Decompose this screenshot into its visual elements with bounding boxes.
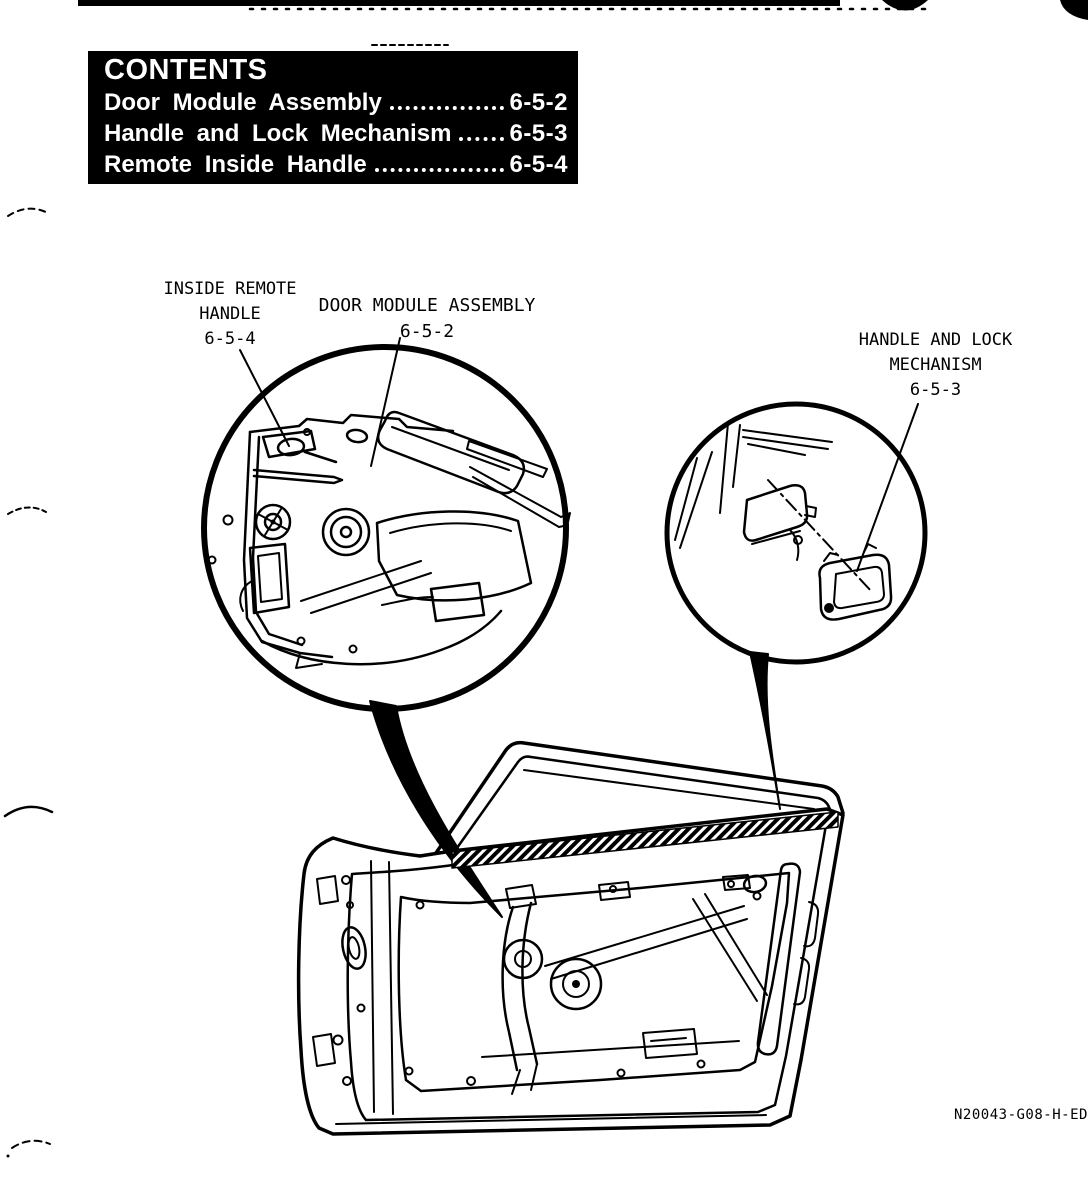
toc-entry-page: 6-5-4 [509, 151, 568, 178]
label-line: HANDLE [199, 304, 261, 324]
lock-striker-tab-lower [793, 957, 811, 1006]
door-outline [296, 807, 845, 1136]
toc-leader-dots [459, 137, 505, 141]
callout-label-handle-lock-mechanism: HANDLE AND LOCK MECHANISM 6-5-3 [843, 328, 1028, 403]
door-module-detail [207, 410, 571, 669]
toc-row: Door Module Assembly 6-5-2 [104, 87, 568, 118]
contents-title: CONTENTS [104, 54, 268, 86]
toc-entry-label: Door Module Assembly [104, 89, 382, 116]
door-hinge-lower [312, 1033, 336, 1067]
window-frame [434, 740, 845, 855]
callout-label-door-module-assembly: DOOR MODULE ASSEMBLY 6-5-2 [312, 293, 542, 345]
scan-artifact-ring-mark-1 [882, 0, 928, 11]
label-line: HANDLE AND LOCK [858, 330, 1013, 350]
label-ref: 6-5-2 [399, 321, 455, 342]
scan-artifact-ring-mark-2 [1060, 0, 1088, 20]
callout-label-inside-remote-handle: INSIDE REMOTE HANDLE 6-5-4 [150, 277, 310, 352]
label-line: MECHANISM [889, 355, 982, 375]
door-module-in-door [404, 874, 768, 1095]
toc-leader-dots [374, 168, 505, 172]
callout-pointer-right [749, 651, 781, 810]
leader-inside-remote-handle [239, 349, 290, 447]
toc-entry-label: Handle and Lock Mechanism [104, 120, 452, 147]
toc-row: Remote Inside Handle 6-5-4 [104, 149, 568, 180]
toc-leader-dots [389, 106, 505, 110]
callout-pointer-left [369, 700, 503, 918]
door-module-callout [201, 344, 571, 918]
belt-moulding [451, 811, 839, 869]
lock-striker-tab-upper [803, 901, 820, 948]
scan-artifact-edge-arc-1 [7, 207, 49, 217]
handle-bezel [742, 484, 809, 542]
label-line: INSIDE REMOTE [163, 279, 297, 299]
lock-actuator [248, 542, 291, 615]
door-inner-panel-line [346, 818, 828, 1122]
figure-code: N20043-G08-H-ED [954, 1107, 1088, 1123]
access-opening [397, 871, 791, 1093]
toc-entry-label: Remote Inside Handle [104, 151, 367, 178]
scan-artifact-dot [6, 1154, 10, 1158]
contents-box: CONTENTS Door Module Assembly 6-5-2 Hand… [88, 51, 578, 184]
regulator-sector [321, 507, 371, 557]
label-ref: 6-5-4 [204, 329, 256, 349]
exterior-door-handle [818, 553, 893, 621]
label-ref: 6-5-3 [909, 380, 962, 400]
scan-artifact-edge-arc-3 [3, 805, 54, 818]
leader-lines [239, 337, 919, 572]
handle-lock-detail [674, 422, 893, 621]
scan-artifacts [3, 0, 1088, 1158]
toc-entry-page: 6-5-3 [509, 120, 568, 147]
toc-row: Handle and Lock Mechanism 6-5-3 [104, 118, 568, 149]
scan-artifact-edge-arc-4 [11, 1139, 51, 1149]
module-connector [429, 581, 486, 623]
door-illustration [296, 740, 845, 1136]
rear-glass-channel [756, 862, 802, 1056]
handle-axis-line [767, 479, 873, 593]
hinge-pillar-hole [341, 926, 367, 970]
inside-remote-handle-part [261, 429, 317, 459]
magnifier-circle-right [664, 401, 928, 665]
keyhole [824, 603, 834, 613]
handle-lock-callout [664, 401, 928, 810]
leader-handle-lock-mechanism [856, 403, 919, 572]
toc-entry-page: 6-5-2 [509, 89, 568, 116]
scan-artifact-top-bar [78, 0, 840, 6]
label-line: DOOR MODULE ASSEMBLY [318, 295, 536, 316]
scan-artifact-edge-arc-2 [7, 506, 47, 515]
door-hinge-upper [316, 875, 339, 905]
leader-door-module-assembly [370, 337, 401, 467]
